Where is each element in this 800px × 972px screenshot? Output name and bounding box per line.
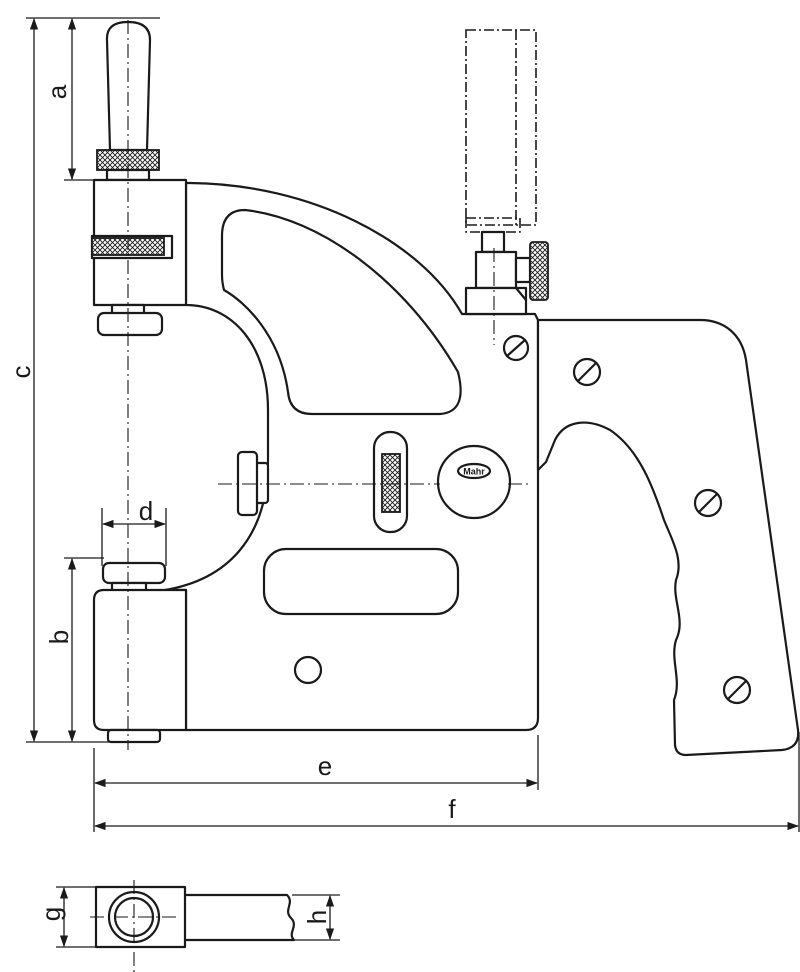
frame-lower-window: [262, 547, 460, 616]
indicator-body-dashed: [465, 29, 537, 226]
dim-label-b: b: [44, 630, 74, 644]
lower-contact-tip: [101, 561, 167, 585]
dimension-lines: a c b d e f: [6, 17, 800, 832]
brand-logo-text: Mahr: [463, 467, 485, 477]
adjust-wheel: [381, 453, 401, 513]
dim-label-a: a: [42, 84, 72, 99]
grip-outline: [536, 318, 800, 757]
dim-label-f: f: [448, 794, 456, 824]
grip-screw-2-icon: [693, 488, 723, 518]
indicator-clamp-base: [464, 286, 528, 316]
dim-label-g: g: [36, 907, 66, 921]
dim-label-d: d: [139, 496, 153, 526]
dim-label-h: h: [302, 910, 332, 924]
adjust-slot: [372, 430, 409, 534]
frame-screw-icon: [502, 334, 530, 362]
upper-contact-tip: [96, 311, 164, 337]
pistol-grip: [536, 318, 800, 757]
brand-badge: Mahr: [436, 444, 512, 520]
indicator-stem: [480, 230, 506, 254]
dim-label-c: c: [6, 366, 36, 379]
indicator-clamp: [474, 250, 518, 290]
upper-anvil-assembly: [90, 20, 188, 337]
grip-screw-3-icon: [722, 675, 752, 705]
frame-upper-window: [220, 208, 462, 416]
grip-screw-1-icon: [572, 357, 602, 387]
lower-anvil-block: [92, 588, 188, 732]
lower-anvil-foot: [106, 728, 162, 744]
frame-hole: [293, 655, 323, 685]
lower-anvil-assembly: [92, 561, 188, 744]
section-detail: g h: [36, 880, 340, 972]
indicator-mount: [464, 29, 549, 345]
clamp-knurled-screw: [529, 241, 549, 301]
dim-label-e: e: [318, 751, 332, 781]
detail-arm: [183, 893, 296, 942]
center-lines: [127, 20, 530, 750]
